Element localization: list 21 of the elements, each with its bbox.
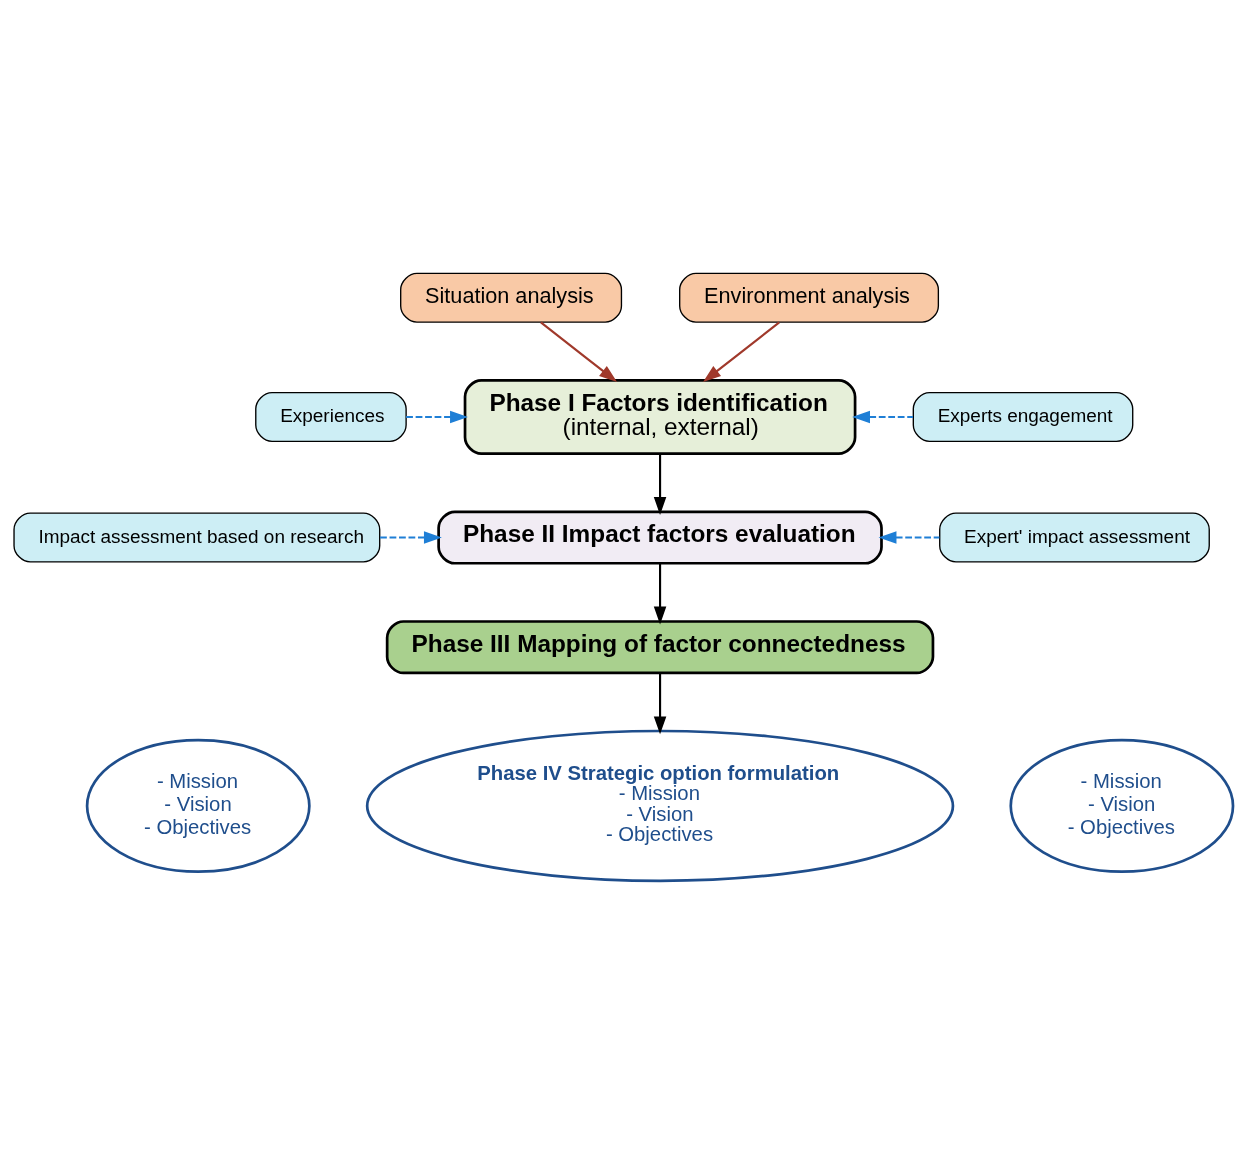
node-box: Phase III Mapping of factor connectedness [385, 619, 935, 674]
node-box: Phase I Factors identification (internal, external) [463, 378, 857, 455]
arrow [653, 453, 667, 515]
node-ellipse: - Mission - Vision - Objectives [85, 738, 311, 873]
arrow [540, 321, 618, 382]
node-ellipse: Phase IV Strategic option formulation - Mission - Vision - Objectives [365, 729, 955, 882]
node-ellipse: - Mission - Vision - Objectives [1009, 738, 1235, 873]
node-box: Situation analysis [400, 272, 623, 323]
arrow [703, 321, 780, 382]
arrow [380, 530, 442, 544]
node-box: Impact assessment based on research [13, 511, 381, 563]
arrow [878, 530, 940, 544]
node-box: Phase II Impact factors evaluation [437, 509, 883, 565]
arrow [653, 672, 667, 734]
arrow [653, 563, 667, 624]
node-box: Experts engagement [912, 391, 1134, 442]
arrow [852, 410, 913, 423]
arrow [406, 410, 468, 423]
node-box: Expert' impact assessment [939, 511, 1210, 563]
node-box: Experiences [255, 391, 407, 442]
node-box: Environment analysis [679, 272, 940, 323]
